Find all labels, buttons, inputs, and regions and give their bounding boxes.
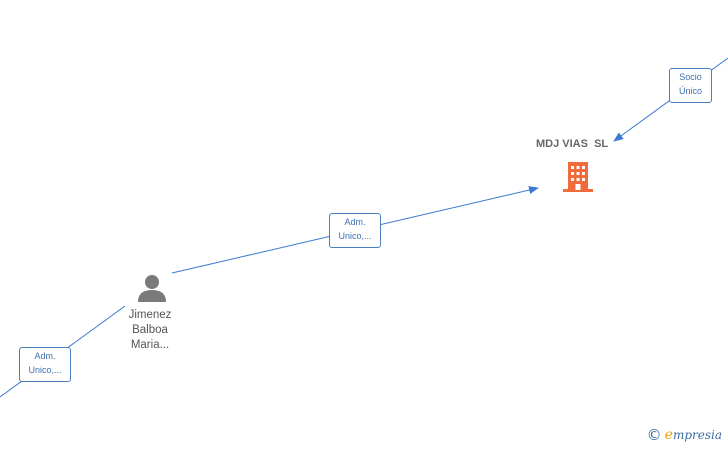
- edge-label-socio-unico[interactable]: Socio Único: [669, 68, 712, 103]
- brand-name-rest: mpresia: [672, 428, 722, 442]
- edge-label-line: Unico,...: [28, 365, 62, 375]
- edge-label-line: Socio: [679, 72, 702, 82]
- edge-label-adm-unico-center[interactable]: Adm. Unico,...: [329, 213, 381, 248]
- person-name-line-1: Jimenez: [128, 309, 172, 321]
- copyright-icon: ©: [646, 426, 662, 444]
- edge-label-line: Adm.: [34, 351, 56, 361]
- edge-label-line: Adm.: [344, 217, 366, 227]
- brand-name-first-letter: e: [664, 427, 673, 443]
- company-name[interactable]: MDJ VIAS SL: [536, 138, 609, 150]
- person-name-line-3: Maria...: [130, 339, 170, 351]
- empresia-watermark: © empresia: [647, 426, 722, 444]
- person-icon[interactable]: [137, 273, 167, 303]
- building-icon[interactable]: [561, 161, 595, 193]
- person-name[interactable]: Jimenez Balboa Maria...: [110, 308, 190, 353]
- edge-label-line: Unico,...: [338, 231, 372, 241]
- edge-label-adm-unico-left[interactable]: Adm. Unico,...: [19, 347, 71, 382]
- person-name-line-2: Balboa: [132, 324, 168, 336]
- edge-label-line: Único: [678, 86, 702, 96]
- brand-name: empresia: [665, 427, 722, 443]
